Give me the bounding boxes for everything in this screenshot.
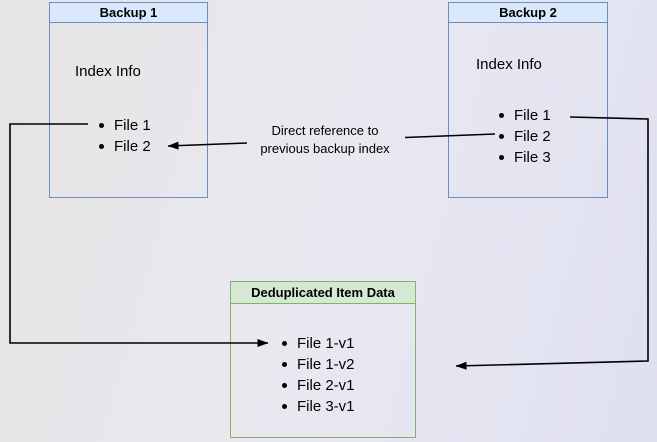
file-label: File 2-v1	[297, 377, 355, 394]
list-item: File 2	[99, 136, 151, 157]
bullet-icon	[99, 123, 104, 128]
file-label: File 1	[114, 117, 151, 134]
backup2-box: Backup 2 Index Info File 1 File 2 File 3	[448, 2, 608, 198]
list-item: File 1-v1	[282, 333, 355, 354]
bullet-icon	[499, 155, 504, 160]
bullet-icon	[282, 404, 287, 409]
bullet-icon	[99, 144, 104, 149]
file-label: File 1-v1	[297, 335, 355, 352]
file-label: File 3	[514, 149, 551, 166]
bullet-icon	[499, 113, 504, 118]
dedup-header: Deduplicated Item Data	[231, 282, 415, 304]
list-item: File 2	[499, 126, 551, 147]
bullet-icon	[282, 341, 287, 346]
direct-reference-label: Direct reference to previous backup inde…	[240, 122, 410, 158]
list-item: File 1	[499, 105, 551, 126]
bullet-icon	[282, 362, 287, 367]
list-item: File 1	[99, 115, 151, 136]
file-label: File 1	[514, 107, 551, 124]
backup1-subtitle: Index Info	[75, 63, 141, 80]
backup2-subtitle: Index Info	[476, 56, 542, 73]
backup1-file-list: File 1 File 2	[99, 115, 151, 157]
file-label: File 2	[514, 128, 551, 145]
file-label: File 1-v2	[297, 356, 355, 373]
list-item: File 3	[499, 147, 551, 168]
list-item: File 2-v1	[282, 375, 355, 396]
file-label: File 3-v1	[297, 398, 355, 415]
bullet-icon	[499, 134, 504, 139]
dedup-file-list: File 1-v1 File 1-v2 File 2-v1 File 3-v1	[282, 333, 355, 417]
list-item: File 1-v2	[282, 354, 355, 375]
direct-reference-label-line1: Direct reference to	[271, 123, 379, 138]
backup1-box: Backup 1 Index Info File 1 File 2	[49, 2, 208, 198]
direct-reference-label-line2: previous backup index	[260, 141, 390, 156]
bullet-icon	[282, 383, 287, 388]
backup2-header: Backup 2	[449, 3, 607, 23]
backup2-file-list: File 1 File 2 File 3	[499, 105, 551, 168]
file-label: File 2	[114, 138, 151, 155]
backup1-header: Backup 1	[50, 3, 207, 23]
dedup-box: Deduplicated Item Data File 1-v1 File 1-…	[230, 281, 416, 438]
list-item: File 3-v1	[282, 396, 355, 417]
